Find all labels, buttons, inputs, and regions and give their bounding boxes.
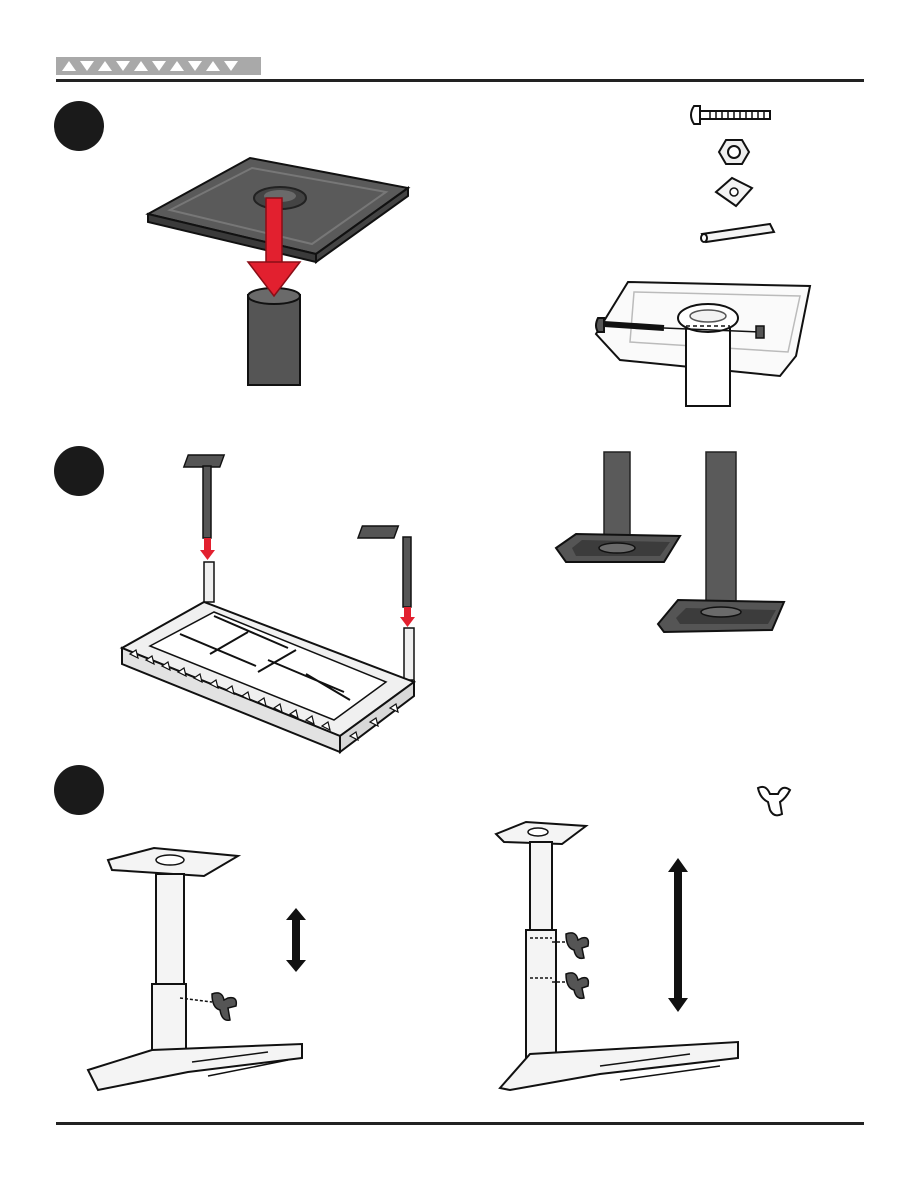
carriage-bolt-icon: [688, 104, 778, 130]
triangle-down-icon: [152, 61, 166, 71]
triangle-down-icon: [80, 61, 94, 71]
triangle-down-icon: [224, 61, 238, 71]
triangle-up-icon: [170, 61, 184, 71]
step-1-plate-onto-tube: [140, 150, 430, 390]
step-2-leg-base-detail: [552, 452, 788, 638]
wing-knob-icon: [752, 780, 796, 820]
triangle-up-icon: [134, 61, 148, 71]
tall-height-arrow-icon: [668, 858, 688, 1012]
triangle-up-icon: [98, 61, 112, 71]
section-ribbon: [56, 57, 261, 75]
triangle-up-icon: [62, 61, 76, 71]
step-3-low-height: [88, 840, 302, 1090]
step-2-badge: [54, 446, 104, 496]
down-arrow-icon: [266, 198, 282, 270]
ribbon-triangles: [56, 57, 261, 75]
pin-icon: [696, 218, 778, 244]
triangle-down-icon: [188, 61, 202, 71]
step-3-high-height: [490, 818, 738, 1090]
step-1-badge: [54, 101, 104, 151]
step-3-badge: [54, 765, 104, 815]
step-2-frame-assembly: [118, 450, 430, 740]
triangle-down-icon: [116, 61, 130, 71]
square-washer-icon: [712, 176, 756, 210]
hex-nut-icon: [718, 138, 750, 166]
top-rule: [56, 79, 864, 82]
triangle-up-icon: [206, 61, 220, 71]
step-1-bolt-detail: [590, 276, 840, 411]
bottom-rule: [56, 1122, 864, 1125]
short-height-arrow-icon: [286, 908, 306, 972]
